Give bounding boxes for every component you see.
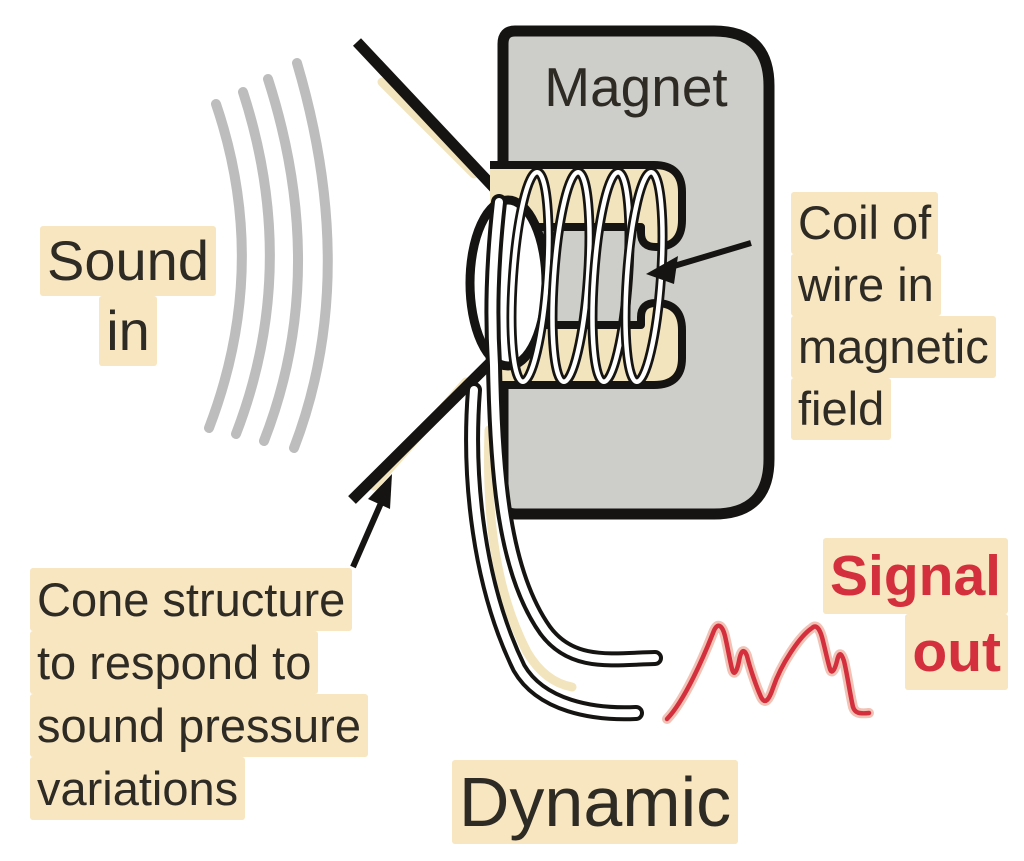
coil-label-line2: wire in <box>791 254 941 316</box>
cone-label-line3: sound pressure <box>30 694 368 757</box>
sound-in-line2: in <box>99 296 157 366</box>
magnet-body <box>497 25 775 520</box>
coil-arrow-icon <box>646 240 752 284</box>
cone-arrow-icon <box>350 474 392 569</box>
cone-label-line4: variations <box>30 757 246 820</box>
coil-label-line3: magnetic <box>791 316 996 378</box>
cone-label-line1: Cone structure <box>30 568 353 631</box>
caption-text: Dynamic <box>451 760 739 844</box>
coil-of-wire-label: Coil of wire in magnetic field <box>791 192 996 440</box>
cone-structure <box>348 38 503 504</box>
sound-in-line1: Sound <box>40 226 216 296</box>
signal-out-line2: out <box>905 614 1008 690</box>
cone-structure-label: Cone structure to respond to sound press… <box>30 568 368 820</box>
signal-out-label: Signal out <box>780 538 1008 690</box>
sound-waves-icon <box>204 58 333 453</box>
magnet-label: Magnet <box>503 56 769 118</box>
coil-lead-wires <box>464 194 663 722</box>
wire-highlight-stroke <box>484 425 577 692</box>
magnet-label-text: Magnet <box>544 56 728 118</box>
sound-in-label: Sound in <box>30 226 226 366</box>
signal-waveform <box>662 620 874 724</box>
coil-label-line1: Coil of <box>791 192 939 254</box>
cone-label-line2: to respond to <box>30 631 319 694</box>
coil-of-wire <box>506 167 668 387</box>
coil-label-line4: field <box>791 378 892 440</box>
diagram-caption: Dynamic <box>420 760 770 844</box>
signal-out-line1: Signal <box>822 538 1008 614</box>
